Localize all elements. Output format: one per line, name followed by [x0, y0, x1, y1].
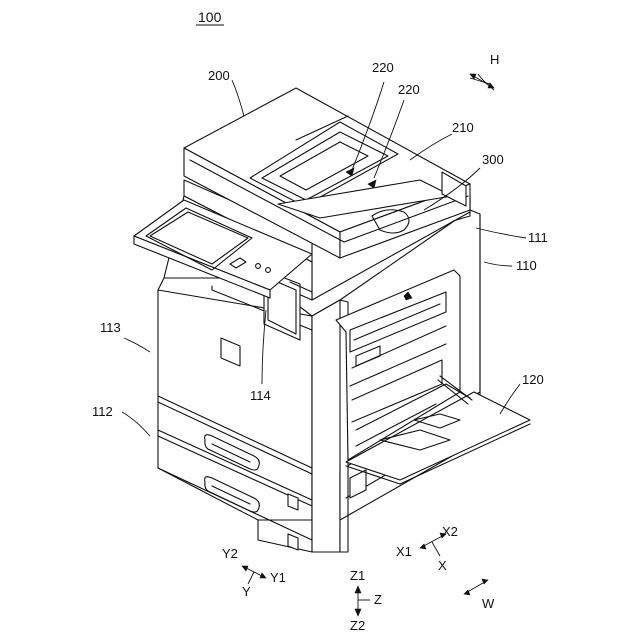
label-cassette: 112: [92, 404, 113, 419]
label-tray-b: 220: [398, 82, 420, 97]
label-body: 110: [516, 258, 537, 273]
label-bypass: 120: [522, 372, 544, 387]
axis-z-label: Z: [374, 592, 382, 607]
label-cover: 210: [452, 120, 474, 135]
axis-z-indicator: [355, 586, 370, 616]
axis-y-indicator: [242, 566, 266, 584]
axis-y1-label: Y1: [270, 570, 286, 585]
label-body-right: 111: [528, 230, 548, 245]
axis-z2-label: Z2: [350, 618, 365, 633]
axis-x1-label: X1: [396, 544, 412, 559]
axis-y2-label: Y2: [222, 546, 238, 561]
axis-x2-label: X2: [442, 524, 458, 539]
label-direction-w: W: [482, 596, 495, 611]
figure-title: 100: [198, 9, 222, 25]
label-adf: 200: [208, 68, 230, 83]
direction-w-arrow: [464, 579, 488, 595]
label-direction-h: H: [490, 52, 499, 67]
axis-z1-label: Z1: [350, 568, 365, 583]
axis-x-label: X: [438, 558, 447, 573]
label-inner: 114: [250, 388, 271, 403]
indicator-window-lower: [288, 534, 298, 550]
axis-y-label: Y: [242, 584, 251, 599]
label-left-door: 113: [100, 320, 121, 335]
label-tray-a: 220: [372, 60, 394, 75]
label-output: 300: [482, 152, 504, 167]
direction-h-arrow: [470, 74, 494, 88]
